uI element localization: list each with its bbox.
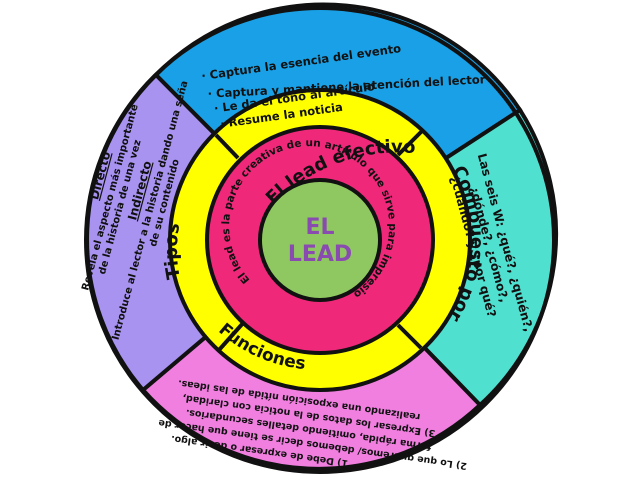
label-tipos-path: Tipos bbox=[161, 221, 185, 280]
ring-dividers bbox=[214, 128, 425, 352]
center-title-line2: LEAD bbox=[288, 242, 352, 267]
label-tipos: Tipos bbox=[161, 221, 185, 280]
center-circle bbox=[258, 178, 382, 302]
outer-outline bbox=[84, 6, 556, 474]
center-title-line1: EL bbox=[305, 215, 334, 240]
